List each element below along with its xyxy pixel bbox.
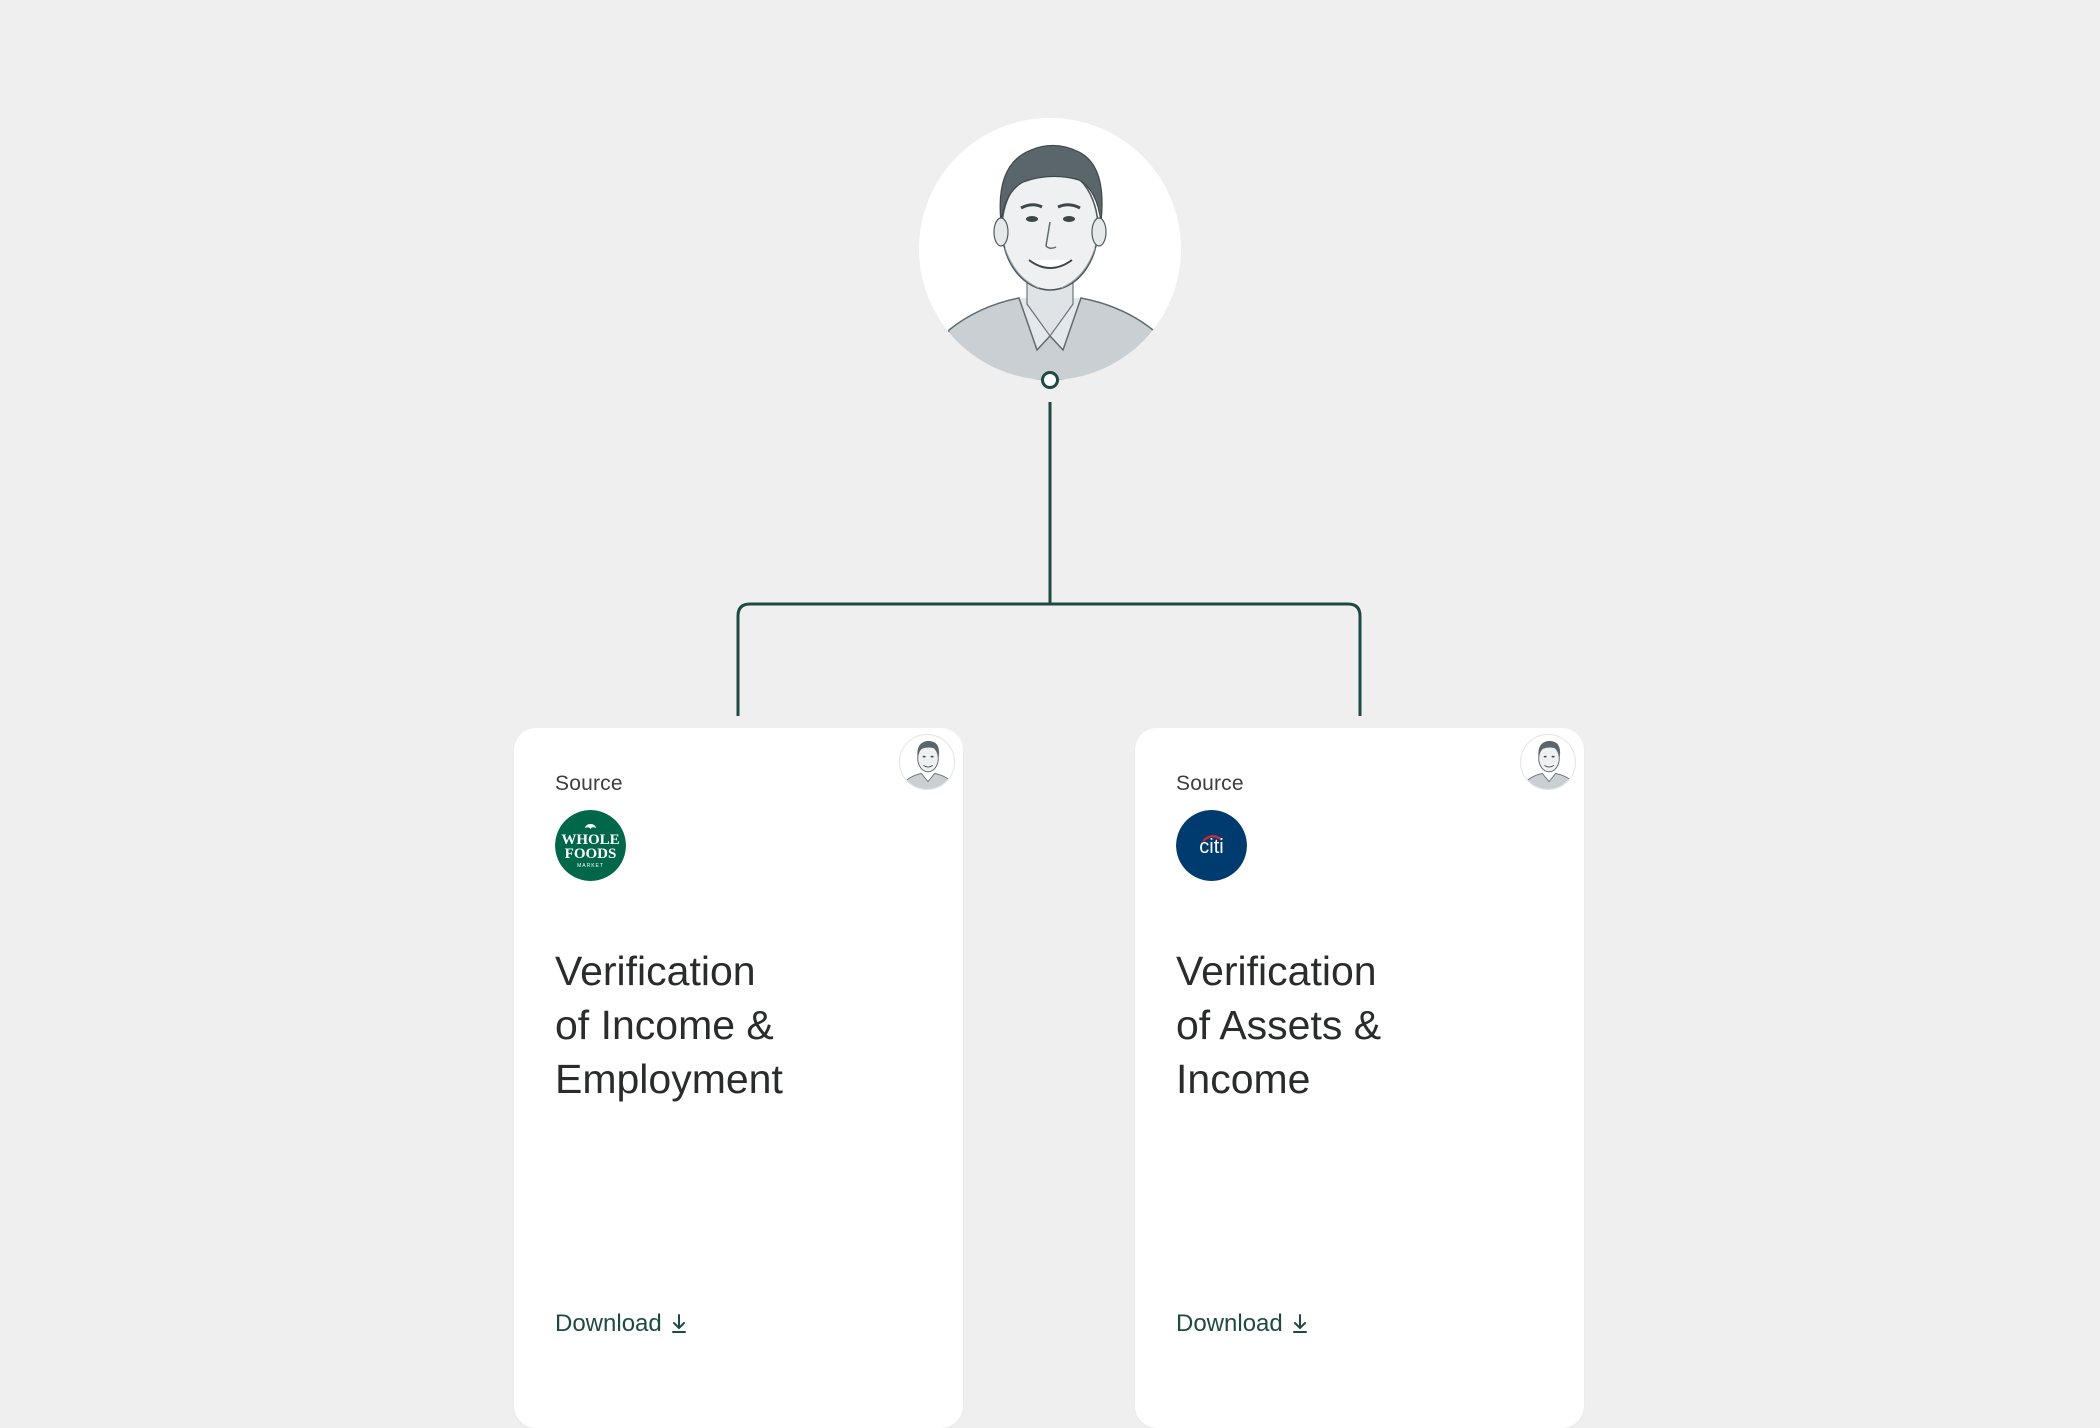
card-title-line: Income (1176, 1056, 1311, 1102)
card-title-line: Employment (555, 1056, 783, 1102)
card-title-line: of Income & (555, 1002, 774, 1048)
download-arrow-icon (1292, 1314, 1307, 1333)
card-title-line: Verification (555, 948, 756, 994)
card-title-line: Verification (1176, 948, 1377, 994)
person-portrait-icon (1524, 740, 1574, 789)
logo-text-line: citi (1199, 836, 1223, 858)
card-title-line: of Assets & (1176, 1002, 1382, 1048)
logo-text-line: WHOLE (561, 832, 619, 848)
whole-foods-market-logo: WHOLE FOODS MARKET (555, 810, 626, 881)
user-avatar[interactable] (919, 118, 1181, 380)
card-user-avatar (899, 734, 955, 790)
citi-logo: citi (1176, 810, 1247, 881)
logo-text-line: MARKET (577, 863, 604, 869)
connector-tree (736, 402, 1362, 716)
connector-node-icon (1041, 371, 1059, 389)
logo-text-line: FOODS (565, 846, 617, 862)
person-portrait-icon (903, 740, 953, 789)
download-label: Download (1176, 1310, 1283, 1337)
card-title: Verification of Assets & Income (1176, 944, 1476, 1106)
person-portrait-icon (919, 118, 1181, 380)
source-label: Source (555, 772, 623, 795)
verification-card-assets-income: Source citi Verification of Assets & Inc… (1135, 728, 1584, 1428)
download-arrow-icon (671, 1314, 686, 1333)
download-label: Download (555, 1310, 662, 1337)
card-title: Verification of Income & Employment (555, 944, 855, 1106)
card-user-avatar (1520, 734, 1576, 790)
download-button[interactable]: Download (1176, 1310, 1309, 1338)
verification-card-income-employment: Source WHOLE FOODS MARKET Verification o… (514, 728, 963, 1428)
connector-branch (736, 602, 1362, 716)
download-button[interactable]: Download (555, 1310, 688, 1338)
source-label: Source (1176, 772, 1244, 795)
